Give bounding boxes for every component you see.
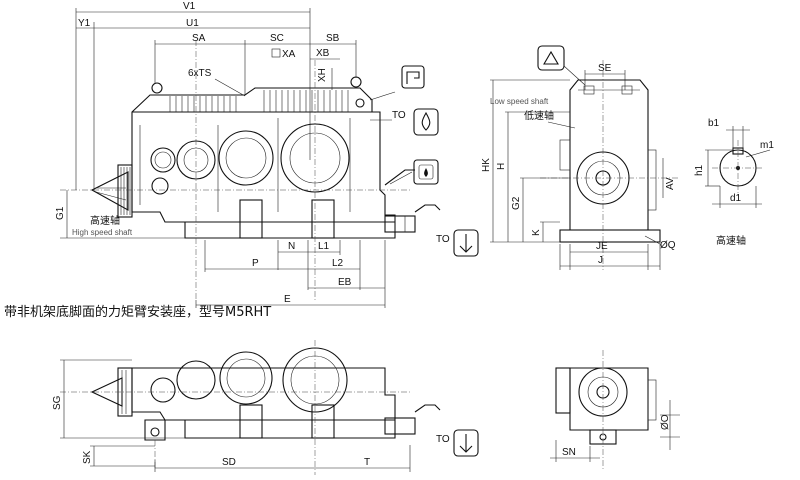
foot-1 [239,199,263,239]
top-dimensions: V1 Y1 U1 SA SC SB XA XB 6xTS XH [75,1,357,190]
dim-y1: Y1 [78,18,91,29]
foot-2 [311,199,335,239]
mounting-position-icon [369,65,425,101]
oil-level-icon [389,159,439,185]
dim-q: ØQ [660,240,676,251]
breather-icon: TO [436,229,479,257]
to-label-2: TO [436,234,450,245]
dim-hk: HK [481,158,492,172]
lifting-eye-right [350,76,362,88]
dim-g1: G1 [55,206,66,220]
shaft-detail: b1 m1 h1 d1 高速轴 [694,118,774,247]
to-label-1: TO [392,110,406,121]
dim-t: T [364,457,370,468]
dim-j: J [598,255,603,266]
oil-drain-icon: TO [370,108,439,136]
square-symbol [271,48,281,58]
high-speed-shaft-cn: 高速轴 [90,214,120,227]
dim-u1: U1 [186,18,199,29]
input-shaft [90,171,129,211]
low-speed-shaft-en: Low speed shaft [490,97,549,106]
dim-sc: SC [270,33,284,44]
lifting-eye-left [151,82,163,94]
dim-m1: m1 [760,140,774,151]
dim-se: SE [598,63,612,74]
dim-sb: SB [326,33,340,44]
dim-eb: EB [338,277,352,288]
dim-v1: V1 [183,1,196,12]
dim-l1: L1 [318,241,330,252]
dim-o: ØO [660,414,671,430]
dim-xa: XA [282,49,296,60]
bore-1 [150,147,176,173]
housing-outline [131,87,396,239]
end-base [559,229,661,243]
dim-e: E [284,294,291,305]
dim-sn: SN [562,447,576,458]
dim-xh: XH [317,68,328,82]
torque-arm [384,215,416,233]
breather-icon-2: TO [436,429,479,457]
dim-p: P [252,258,259,269]
dim-h: H [496,163,507,170]
bore-3 [218,130,274,186]
dim-av: AV [665,177,676,190]
dim-g2: G2 [511,196,522,210]
bottom-dimensions: N L1 P L2 EB E [195,240,386,308]
figure-caption: 带非机架底脚面的力矩臂安装座，型号M5RHT [4,304,271,320]
dim-ts: 6xTS [188,68,212,79]
end-housing [569,79,649,231]
dim-sg: SG [52,395,63,410]
high-speed-shaft-detail-cn: 高速轴 [716,234,746,247]
dim-b1: b1 [708,118,720,129]
to-label-3: TO [436,434,450,445]
main-side-view [60,40,441,300]
dim-je: JE [596,241,608,252]
dim-h1: h1 [694,164,705,176]
dim-d1: d1 [730,193,742,204]
g1-dimension: G1 高速轴 High speed shaft [55,190,185,239]
dim-sk: SK [82,450,93,464]
high-speed-shaft-en: High speed shaft [72,228,133,237]
dim-l2: L2 [332,258,344,269]
dim-sa: SA [192,33,206,44]
dim-xb: XB [316,48,330,59]
dim-n: N [288,241,295,252]
low-speed-shaft-cn: 低速轴 [524,109,554,122]
dim-k: K [531,229,542,236]
bottom-end-view: ØO SN [550,350,680,470]
bottom-side-view: SG SK SD T TO [52,340,479,475]
dim-sd: SD [222,457,236,468]
mounting-position-icon-2 [537,45,565,71]
end-view: Low speed shaft 低速轴 SE HK H G2 K AV J [481,45,680,270]
cooling-fins [169,90,349,112]
